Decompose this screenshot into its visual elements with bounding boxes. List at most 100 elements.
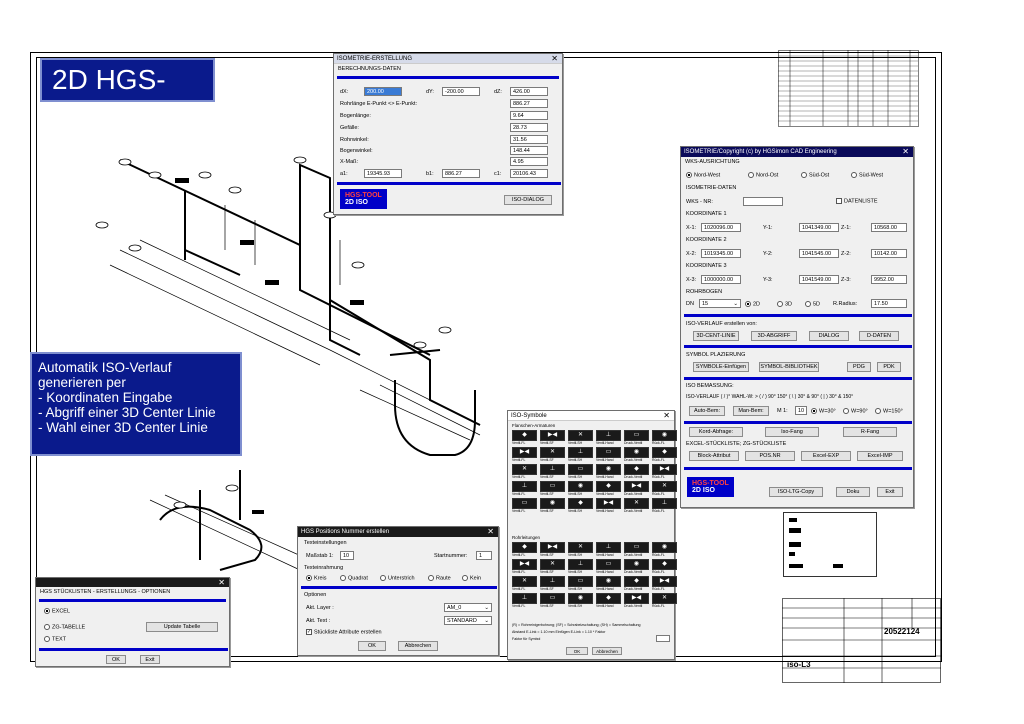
symbole-einfuegen-button[interactable]: SYMBOLE-Einfügen	[693, 362, 749, 372]
d-daten-button[interactable]: D-DATEN	[859, 331, 899, 341]
dn-select[interactable]: 15⌄	[699, 299, 741, 308]
dialog-button[interactable]: DIALOG	[809, 331, 849, 341]
close-icon[interactable]: ✕	[218, 578, 225, 587]
radio-icon[interactable]	[875, 408, 881, 414]
iso-erstellung-titlebar[interactable]: ISOMETRIE-ERSTELLUNG ✕	[334, 54, 562, 64]
symbol-button[interactable]: ⊥	[512, 593, 537, 604]
positions-titlebar[interactable]: HGS Positions Nummer erstellen ✕	[298, 527, 498, 537]
symbol-button[interactable]: ▶◀	[652, 576, 677, 587]
dx-field[interactable]: 200.00	[364, 87, 402, 96]
symbol-button[interactable]: ✕	[512, 464, 537, 475]
row-value[interactable]: 4.95	[510, 157, 548, 166]
symbol-button[interactable]: ▭	[568, 464, 593, 475]
radio-icon[interactable]	[851, 172, 857, 178]
wks-option[interactable]: Süd-Ost	[801, 172, 829, 178]
symbol-button[interactable]: ✕	[540, 559, 565, 570]
d-option[interactable]: 3D	[777, 301, 792, 307]
row-value[interactable]: 31.56	[510, 135, 548, 144]
radio-icon[interactable]	[801, 172, 807, 178]
symbol-button[interactable]: ◆	[512, 430, 537, 441]
pdk-button[interactable]: PDK	[877, 362, 901, 372]
auto-bem-button[interactable]: Auto-Bem:	[689, 406, 725, 416]
symbol-button[interactable]: ✕	[652, 481, 677, 492]
3d-abgriff-button[interactable]: 3D-ABGRIFF	[751, 331, 797, 341]
symbol-button[interactable]: ▭	[624, 430, 649, 441]
radio-icon[interactable]	[686, 172, 692, 178]
z1-field[interactable]: 10568.00	[871, 223, 907, 232]
excel-imp-button[interactable]: Excel-IMP	[857, 451, 903, 461]
symbol-button[interactable]: ▶◀	[652, 464, 677, 475]
koord-abfrage-button[interactable]: Kord-Abfrage:	[689, 427, 743, 437]
block-attribut-button[interactable]: Block-Attribut	[689, 451, 739, 461]
symbol-button[interactable]: ⊥	[596, 542, 621, 553]
wks-nr-field[interactable]	[743, 197, 783, 206]
symbol-button[interactable]: ⊥	[596, 430, 621, 441]
wks-option[interactable]: Nord-Ost	[748, 172, 778, 178]
symbol-button[interactable]: ◉	[596, 576, 621, 587]
symbol-button[interactable]: ◉	[540, 498, 565, 509]
rahmen-option[interactable]: Kein	[462, 575, 481, 581]
y2-field[interactable]: 1041545.00	[799, 249, 839, 258]
symbol-button[interactable]: ▭	[540, 481, 565, 492]
radio-icon[interactable]	[462, 575, 468, 581]
symbol-button[interactable]: ▭	[512, 498, 537, 509]
iso-dialog-button[interactable]: ISO-DIALOG	[504, 195, 552, 205]
y1-field[interactable]: 1041349.00	[799, 223, 839, 232]
iso-ltg-copy-button[interactable]: ISO-LTG-Copy	[769, 487, 823, 497]
x3-field[interactable]: 1000000.00	[701, 275, 741, 284]
symbol-button[interactable]: ✕	[540, 447, 565, 458]
symbol-button[interactable]: ◉	[652, 430, 677, 441]
radio-icon[interactable]	[306, 575, 312, 581]
symbol-button[interactable]: ▶◀	[624, 593, 649, 604]
close-icon[interactable]: ✕	[663, 411, 670, 420]
m-field[interactable]: 10	[795, 406, 807, 415]
w-option[interactable]: W=90°	[843, 408, 868, 414]
radio-icon[interactable]	[745, 301, 751, 307]
z3-field[interactable]: 9952.00	[871, 275, 907, 284]
layer-select[interactable]: AM_0⌄	[444, 603, 492, 612]
update-tabelle-button[interactable]: Update Tabelle	[146, 622, 218, 632]
row-value[interactable]: 28.73	[510, 123, 548, 132]
exit-button[interactable]: Exit	[877, 487, 903, 497]
symbol-button[interactable]: ⊥	[568, 447, 593, 458]
wks-option[interactable]: Süd-West	[851, 172, 883, 178]
d-option[interactable]: 5D	[805, 301, 820, 307]
symbol-button[interactable]: ▭	[624, 542, 649, 553]
symbol-button[interactable]: ◆	[596, 481, 621, 492]
stueckliste-titlebar[interactable]: ✕	[36, 578, 229, 587]
w-option[interactable]: W=30°	[811, 408, 836, 414]
w-option[interactable]: W=150°	[875, 408, 903, 414]
rahmen-option[interactable]: Raute	[428, 575, 451, 581]
rahmen-option[interactable]: Quadrat	[340, 575, 368, 581]
3d-cent-linie-button[interactable]: 3D-CENT-LINIE	[693, 331, 739, 341]
export-option[interactable]: EXCEL	[44, 608, 70, 614]
y3-field[interactable]: 1041549.00	[799, 275, 839, 284]
text-select[interactable]: STANDARD⌄	[444, 616, 492, 625]
pdg-button[interactable]: PDG	[847, 362, 871, 372]
radio-icon[interactable]	[380, 575, 386, 581]
symbol-button[interactable]: ⊥	[512, 481, 537, 492]
d-option[interactable]: 2D	[745, 301, 760, 307]
radio-icon[interactable]	[805, 301, 811, 307]
dy-field[interactable]: -200.00	[442, 87, 480, 96]
symbol-button[interactable]: ◆	[568, 498, 593, 509]
symbol-button[interactable]: ▶◀	[624, 481, 649, 492]
c1-field[interactable]: 20106.43	[510, 169, 548, 178]
a1-field[interactable]: 19345.93	[364, 169, 402, 178]
row-value[interactable]: 9.64	[510, 111, 548, 120]
radio-icon[interactable]	[748, 172, 754, 178]
symbol-button[interactable]: ▶◀	[512, 447, 537, 458]
radius-field[interactable]: 17.50	[871, 299, 907, 308]
symbol-button[interactable]: ▶◀	[512, 559, 537, 570]
symbol-button[interactable]: ▶◀	[540, 542, 565, 553]
stueckliste-checkbox[interactable]: ✓Stückliste Attribute erstellen	[306, 629, 382, 635]
close-icon[interactable]: ✕	[902, 147, 909, 156]
symbol-button[interactable]: ◆	[596, 593, 621, 604]
symbol-button[interactable]: ◉	[652, 542, 677, 553]
iso-fang-button[interactable]: Iso-Fang	[765, 427, 819, 437]
radio-icon[interactable]	[44, 624, 50, 630]
rahmen-option[interactable]: Kreis	[306, 575, 327, 581]
ok-button[interactable]: OK	[358, 641, 386, 651]
radio-icon[interactable]	[428, 575, 434, 581]
radio-icon[interactable]	[811, 408, 817, 414]
